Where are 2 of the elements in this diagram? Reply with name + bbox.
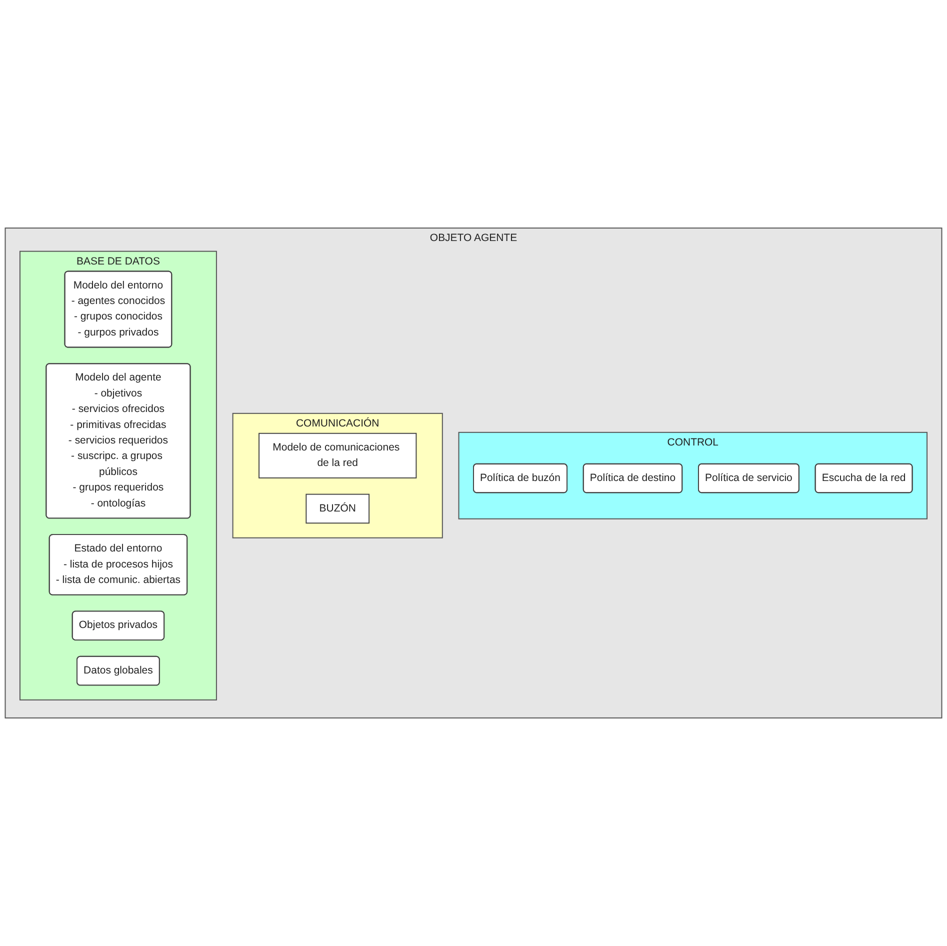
node-box: Modelo de comunicaciones de la red — [258, 432, 417, 478]
node-box: BUZÓN — [306, 494, 370, 524]
